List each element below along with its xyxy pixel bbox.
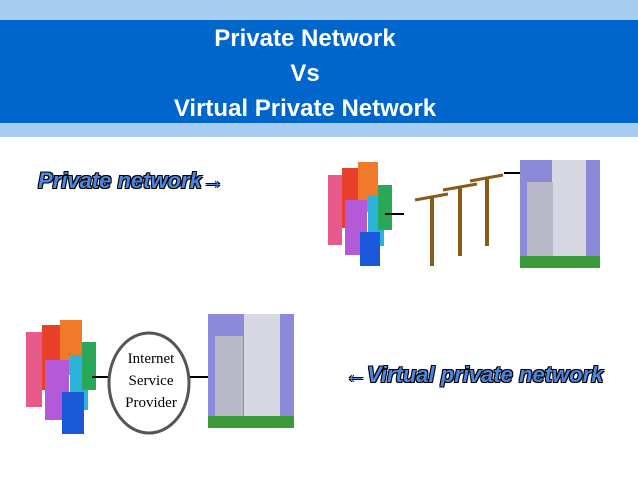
right-arrow-icon: → [201,168,224,193]
private-network-label: Private network→ [38,168,224,194]
virtual-private-network-text: Virtual private network [367,362,604,387]
title-line-3: Virtual Private Network [173,95,437,122]
isp-text-line-3: Provider [125,395,177,411]
utility-poles-icon [414,173,504,266]
isp-text-line-2: Service [129,373,174,389]
building-cluster-icon [328,162,392,266]
header-bottom-stripe [0,123,638,137]
office-tower-icon [208,314,294,428]
title-banner: Private Network Vs Virtual Private Netwo… [0,20,638,123]
header-top-stripe [0,0,638,20]
office-tower-icon [520,160,600,268]
title-line-2: Vs [290,60,320,87]
virtual-private-network-label: ←Virtual private network [345,362,603,388]
left-arrow-icon: ← [345,362,367,387]
isp-text-line-1: Internet [128,351,175,367]
private-network-text: Private network [38,168,202,193]
isp-cloud-icon [107,331,191,435]
building-cluster-icon [26,320,96,434]
title-line-1: Private Network [214,25,396,52]
